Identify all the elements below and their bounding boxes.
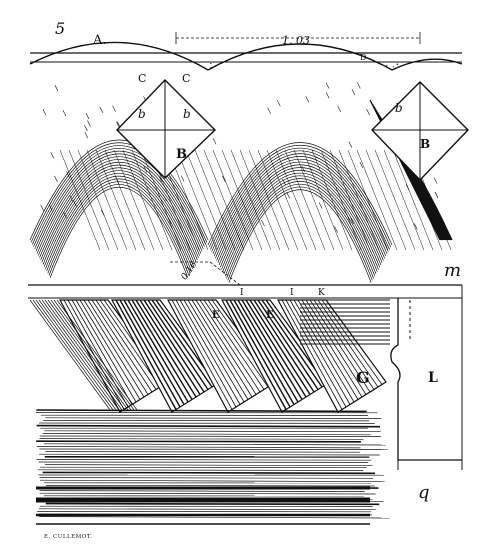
label-i-1: I xyxy=(240,288,244,298)
cornice-profile xyxy=(390,298,462,461)
lower-section xyxy=(28,261,463,525)
label-c-1: C xyxy=(138,72,146,85)
slanted-stones xyxy=(29,299,387,413)
label-b-1: B xyxy=(176,147,187,162)
rubble-fill xyxy=(197,62,399,70)
arch-3-extrados xyxy=(391,58,463,71)
upper-elevation xyxy=(29,32,469,283)
engraver-signature: E. CULLEMOT. xyxy=(44,534,92,540)
label-b-2: B xyxy=(420,137,430,151)
keystone-diamond-1 xyxy=(116,78,217,179)
span-value: 1, 03 xyxy=(282,34,310,47)
label-i-2: I xyxy=(290,288,294,298)
keystone-diamond-2 xyxy=(371,81,469,182)
label-m: m xyxy=(444,260,461,281)
arch-voussoirs xyxy=(29,82,453,283)
arch-2-extrados xyxy=(207,43,393,71)
arch-1-extrados xyxy=(29,41,209,71)
label-e-1: E xyxy=(212,310,220,321)
offset-value: 0,16 xyxy=(180,260,200,282)
label-a: A. xyxy=(92,33,107,48)
label-g: G xyxy=(356,368,370,387)
label-b-small-1: b xyxy=(138,107,146,121)
label-b-small-3: b xyxy=(395,101,403,115)
label-e-2: E xyxy=(266,310,274,321)
label-k: K xyxy=(318,288,325,298)
label-c-2: C xyxy=(182,72,190,85)
figure-number: 5 xyxy=(55,19,65,38)
label-b-small-2: b xyxy=(183,107,191,121)
label-q: q xyxy=(418,482,430,503)
label-l: L xyxy=(428,370,438,386)
masonry-courses xyxy=(36,299,390,525)
label-d: D xyxy=(360,53,366,62)
